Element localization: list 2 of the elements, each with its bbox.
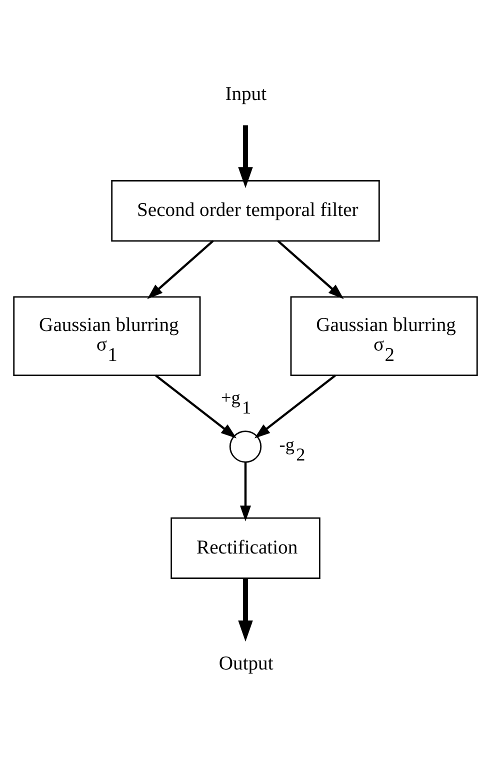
node-text: Input xyxy=(225,83,267,104)
node-text: Output xyxy=(218,652,274,674)
